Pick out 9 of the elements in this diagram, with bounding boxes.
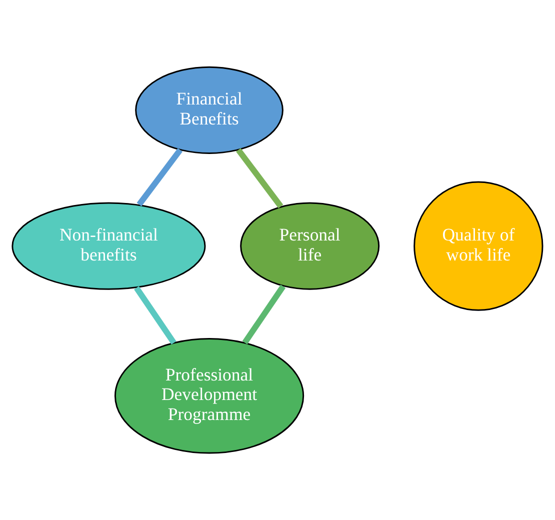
connector — [136, 148, 183, 206]
node-ellipse: Personal life — [240, 202, 380, 290]
connector — [236, 148, 284, 208]
node-ellipse: Non-financial benefits — [12, 202, 206, 290]
node-ellipse: Financial Benefits — [135, 66, 284, 154]
connector — [242, 284, 286, 344]
connector — [134, 286, 176, 345]
node-circle: Quality of work life — [414, 181, 544, 311]
node-ellipse: Professional Development Programme — [114, 338, 304, 454]
